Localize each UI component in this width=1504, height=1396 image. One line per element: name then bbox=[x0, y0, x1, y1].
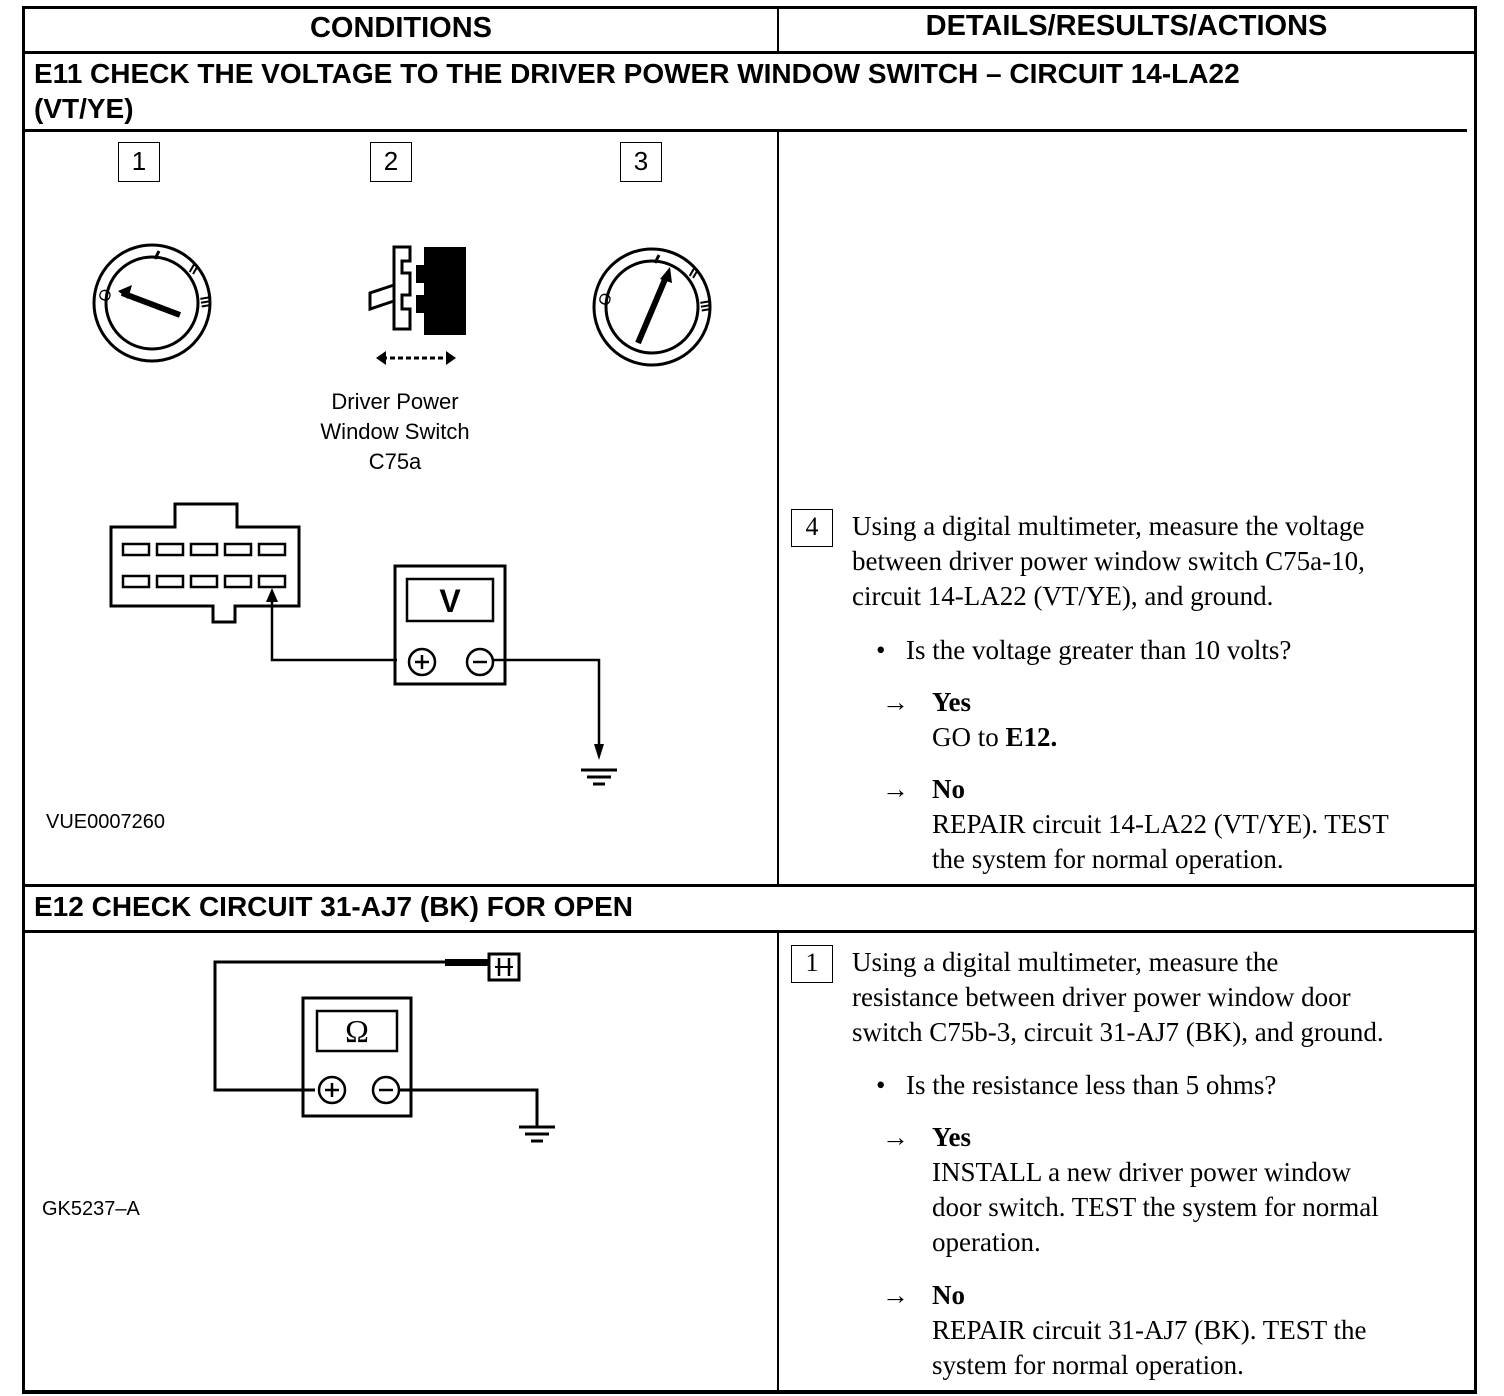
e12-yes-label: Yes bbox=[932, 1122, 971, 1152]
e11-yes-action-prefix: GO to bbox=[932, 722, 1006, 752]
connector-plug-icon bbox=[487, 952, 521, 982]
voltmeter-symbol: V bbox=[439, 583, 461, 619]
e11-yes-action: GO to E12. bbox=[932, 720, 1057, 755]
e11-no-label: No bbox=[932, 774, 965, 804]
svg-text:III: III bbox=[697, 299, 715, 313]
e12-yes-line2: door switch. TEST the system for normal bbox=[932, 1192, 1379, 1222]
e12-no-arrow-icon: → bbox=[882, 1280, 909, 1310]
switch-label-line2: Window Switch bbox=[320, 419, 470, 444]
ground-icon-2 bbox=[519, 1125, 555, 1143]
e11-no-action: REPAIR circuit 14-LA22 (VT/YE). TEST the… bbox=[932, 807, 1472, 877]
e12-no-action: REPAIR circuit 31-AJ7 (BK). TEST the sys… bbox=[932, 1313, 1472, 1383]
connector-face-icon bbox=[109, 502, 301, 624]
e12-step1-line3: switch C75b-3, circuit 31-AJ7 (BK), and … bbox=[852, 1017, 1384, 1047]
e12-step1-line1: Using a digital multimeter, measure the bbox=[852, 947, 1279, 977]
ignition-switch-on-icon: O II III bbox=[592, 247, 715, 367]
switch-label-line3: C75a bbox=[368, 449, 422, 474]
e12-yes-action: INSTALL a new driver power window door s… bbox=[932, 1155, 1472, 1260]
voltmeter-icon bbox=[393, 564, 507, 686]
switch-label-line1: Driver Power bbox=[331, 389, 459, 414]
e12-figure-code: GK5237–A bbox=[42, 1198, 140, 1220]
e11-figure-code: VUE0007260 bbox=[46, 811, 165, 833]
e12-diagram bbox=[213, 952, 555, 1143]
e11-yes-action-target: E12. bbox=[1005, 722, 1058, 752]
svg-text:III: III bbox=[197, 295, 215, 309]
svg-text:O: O bbox=[96, 287, 116, 305]
step-box-4: 4 bbox=[791, 509, 833, 547]
e11-title-line2: (VT/YE) bbox=[34, 93, 134, 124]
step-box-2: 2 bbox=[370, 142, 412, 182]
header-conditions: CONDITIONS bbox=[309, 12, 493, 44]
e11-step4-line2: between driver power window switch C75a-… bbox=[852, 546, 1365, 576]
e11-no-line1: REPAIR circuit 14-LA22 (VT/YE). TEST bbox=[932, 809, 1389, 839]
ohmmeter-icon bbox=[301, 996, 413, 1118]
e12-title: E12 CHECK CIRCUIT 31-AJ7 (BK) FOR OPEN bbox=[34, 891, 633, 922]
connector-disconnect-icon bbox=[368, 245, 466, 365]
e11-step4-line1: Using a digital multimeter, measure the … bbox=[852, 511, 1365, 541]
e12-no-label: No bbox=[932, 1280, 965, 1310]
e11-yes-label: Yes bbox=[932, 687, 971, 717]
ohmmeter-symbol: Ω bbox=[345, 1013, 369, 1049]
e11-no-line2: the system for normal operation. bbox=[932, 844, 1284, 874]
e11-bullet-icon: • bbox=[876, 635, 886, 665]
svg-text:O: O bbox=[596, 291, 616, 309]
e11-question: Is the voltage greater than 10 volts? bbox=[906, 635, 1292, 665]
e12-no-line2: system for normal operation. bbox=[932, 1350, 1244, 1380]
e12-step-box-1: 1 bbox=[791, 945, 833, 983]
e12-yes-line1: INSTALL a new driver power window bbox=[932, 1157, 1351, 1187]
e12-step1-line2: resistance between driver power window d… bbox=[852, 982, 1351, 1012]
e11-title: E11 CHECK THE VOLTAGE TO THE DRIVER POWE… bbox=[34, 56, 1454, 126]
ignition-switch-off-icon: O II III bbox=[92, 243, 215, 363]
e11-title-line1: E11 CHECK THE VOLTAGE TO THE DRIVER POWE… bbox=[34, 58, 1240, 89]
e11-step4-text: Using a digital multimeter, measure the … bbox=[852, 509, 1472, 614]
step-box-1: 1 bbox=[118, 142, 160, 182]
e11-yes-arrow-icon: → bbox=[882, 687, 909, 717]
e11-no-arrow-icon: → bbox=[882, 774, 909, 804]
e11-step4-line3: circuit 14-LA22 (VT/YE), and ground. bbox=[852, 581, 1274, 611]
e11-diagram: O II III O II III bbox=[92, 243, 715, 786]
e12-yes-line3: operation. bbox=[932, 1227, 1041, 1257]
ground-icon bbox=[581, 768, 617, 786]
switch-label: Driver Power Window Switch C75a bbox=[290, 387, 500, 477]
header-details: DETAILS/RESULTS/ACTIONS bbox=[925, 10, 1328, 42]
step-box-3: 3 bbox=[620, 142, 662, 182]
e12-no-line1: REPAIR circuit 31-AJ7 (BK). TEST the bbox=[932, 1315, 1367, 1345]
e12-question: Is the resistance less than 5 ohms? bbox=[906, 1070, 1277, 1100]
e12-bullet-icon: • bbox=[876, 1070, 886, 1100]
e12-step1-text: Using a digital multimeter, measure the … bbox=[852, 945, 1472, 1050]
e12-yes-arrow-icon: → bbox=[882, 1122, 909, 1152]
